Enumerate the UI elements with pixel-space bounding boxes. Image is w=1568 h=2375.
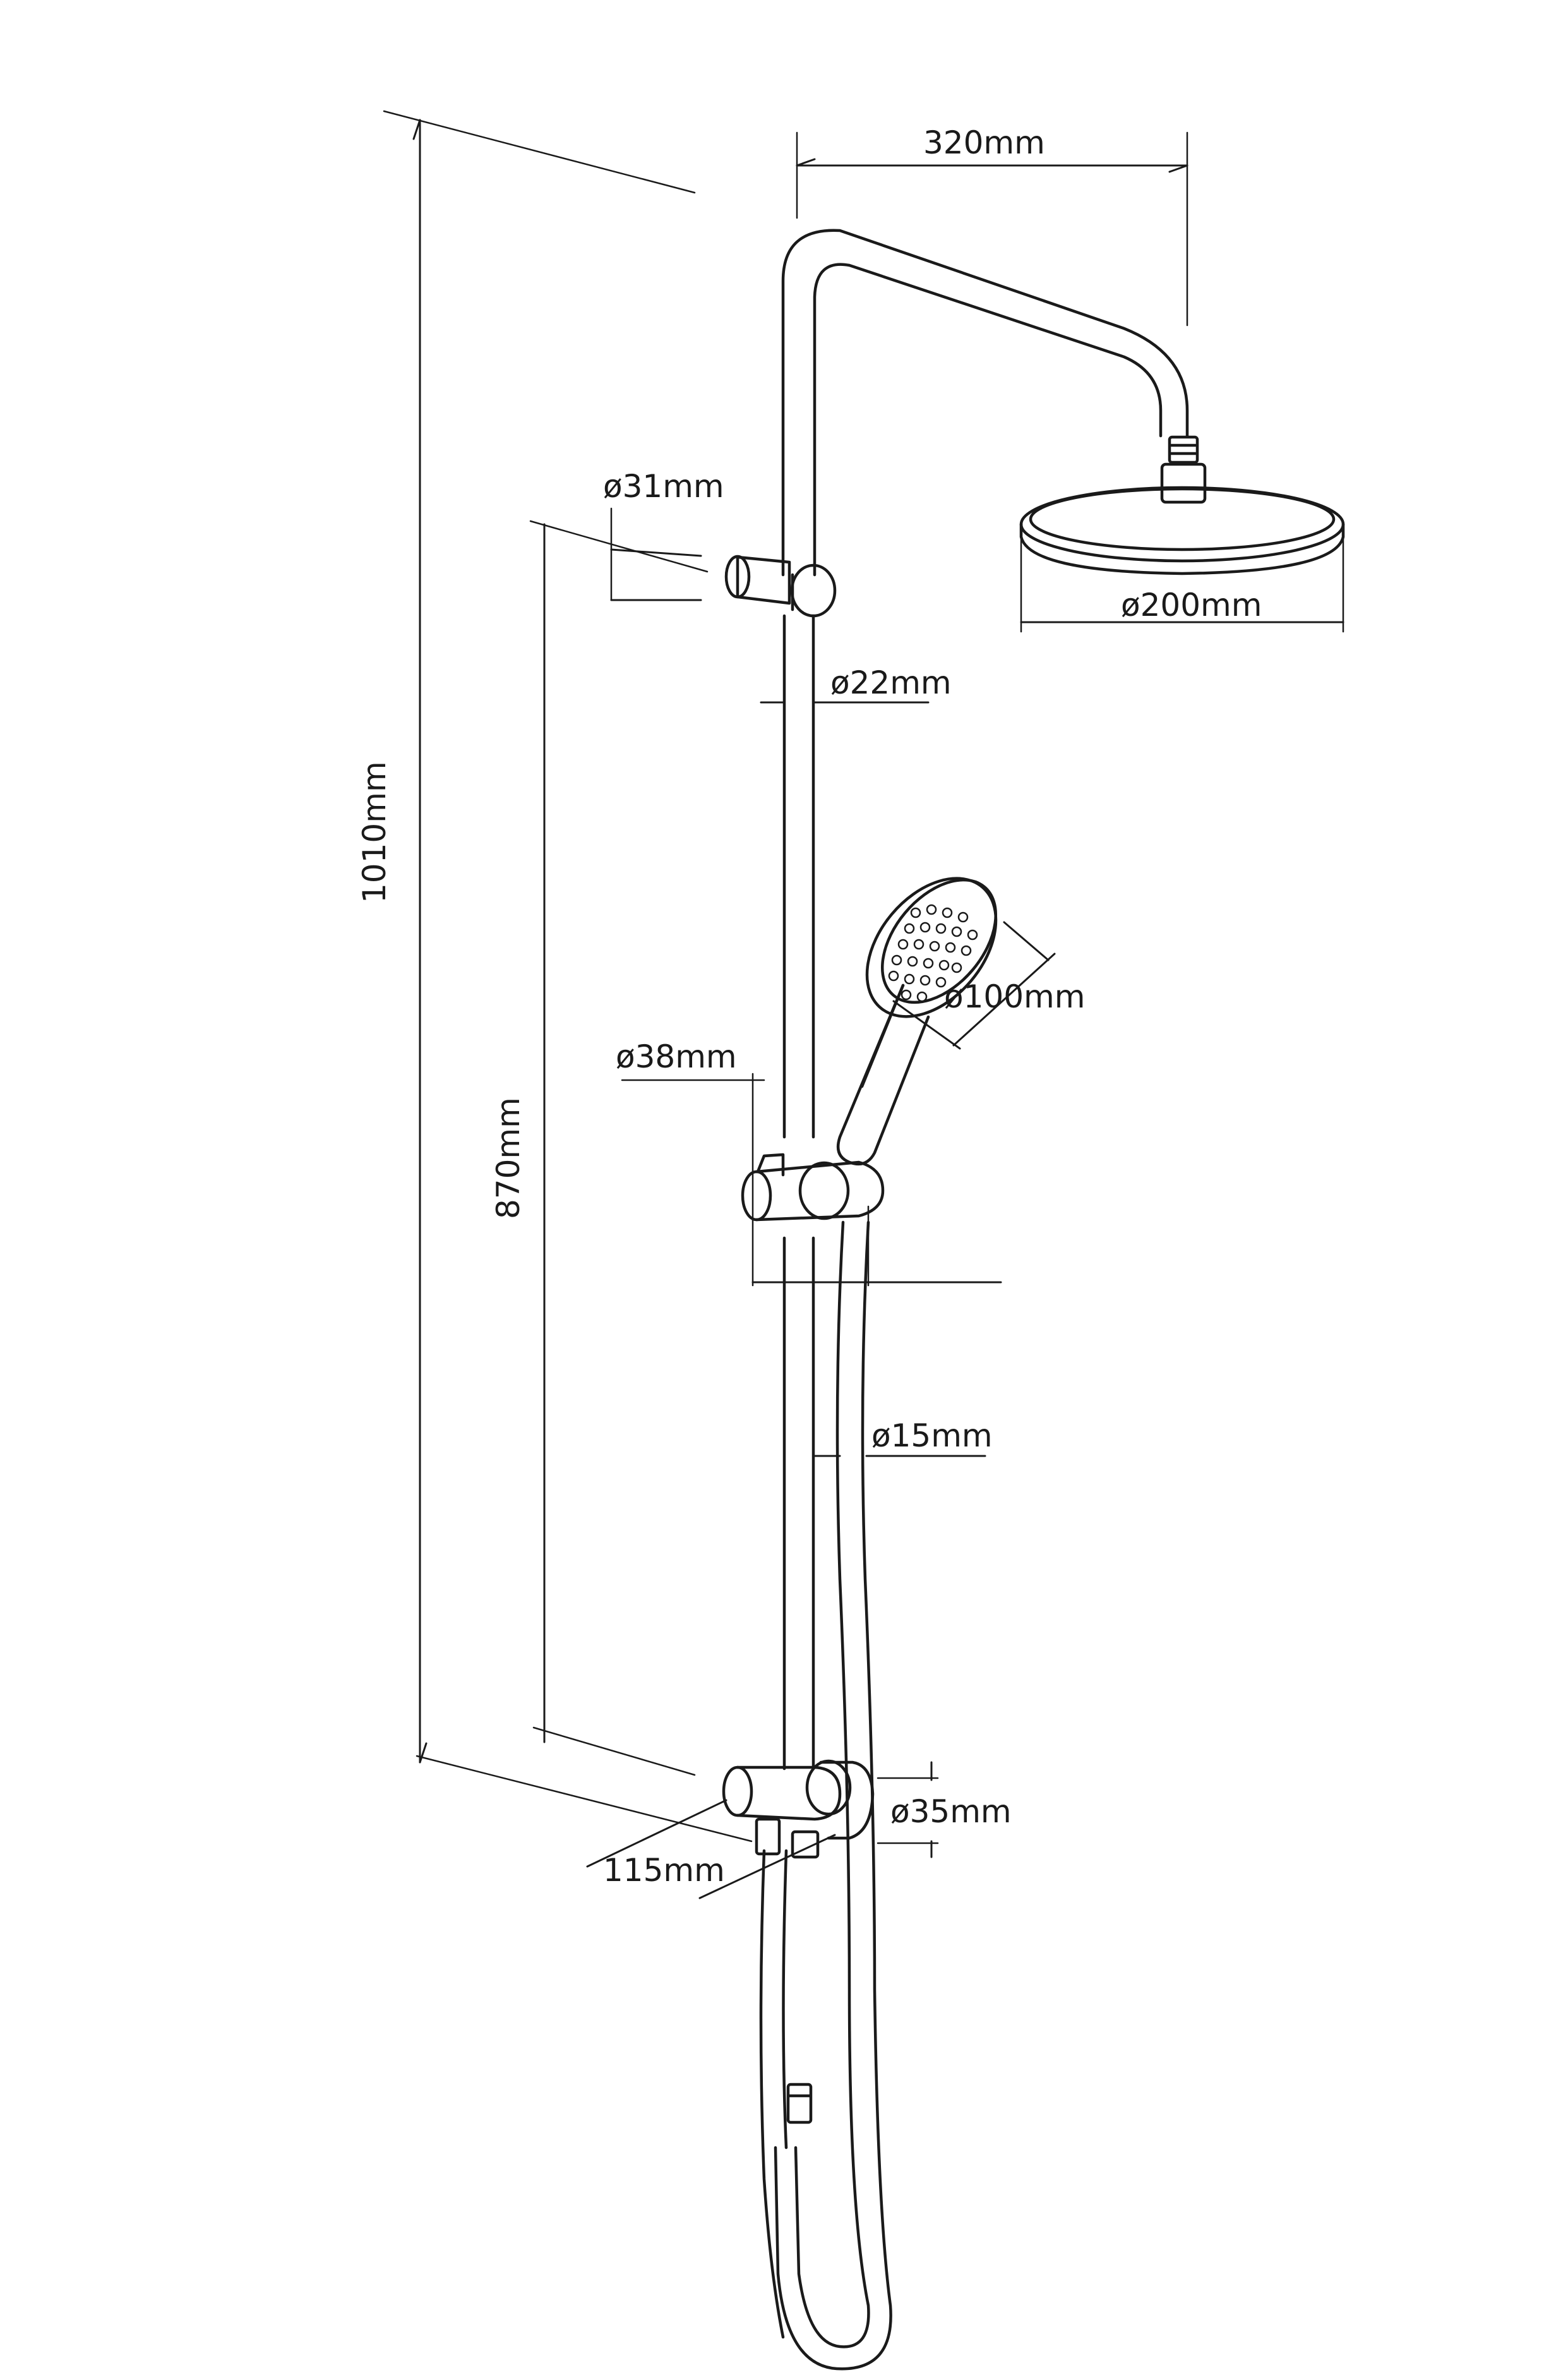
hose-connector [786, 2083, 813, 2124]
bottom-wall-bracket [722, 1759, 875, 1859]
rail [782, 614, 815, 1771]
dim-label-bracket-bottom-diameter: ø35mm [890, 1793, 1012, 1830]
dim-320 [796, 131, 1188, 327]
dim-label-bracket-top-diameter: ø31mm [603, 468, 724, 505]
rain-shower-head [1019, 486, 1345, 575]
dim-label-hose-diameter: ø15mm [871, 1417, 993, 1454]
dim-1010 [383, 110, 753, 1843]
dim-label-rail-diameter: ø22mm [830, 664, 952, 701]
dim-label-bracket-spacing: 870mm [490, 1097, 527, 1219]
head-connector [1160, 435, 1207, 504]
dim-label-top-width: 320mm [923, 124, 1045, 161]
dim-label-head-diameter: ø200mm [1121, 587, 1262, 623]
dim-label-handshower-diameter: ø100mm [944, 978, 1085, 1015]
dim-label-total-height: 1010mm [356, 761, 393, 903]
hose [759, 1220, 892, 2371]
dim-115 [586, 1799, 836, 1899]
dim-100 [892, 921, 1056, 1050]
dim-label-wall-offset: 115mm [603, 1852, 725, 1889]
top-wall-bracket [724, 555, 837, 618]
dim-200 [1020, 536, 1344, 633]
dim-38 [621, 1073, 1002, 1287]
dim-870 [529, 520, 709, 1776]
slider-bracket [741, 1153, 885, 1222]
overhead-arm [781, 229, 1189, 577]
spray-holes [888, 904, 978, 1002]
dim-label-slider-diameter: ø38mm [616, 1038, 737, 1075]
dim-31 [610, 507, 702, 601]
dim-35 [877, 1761, 939, 1858]
